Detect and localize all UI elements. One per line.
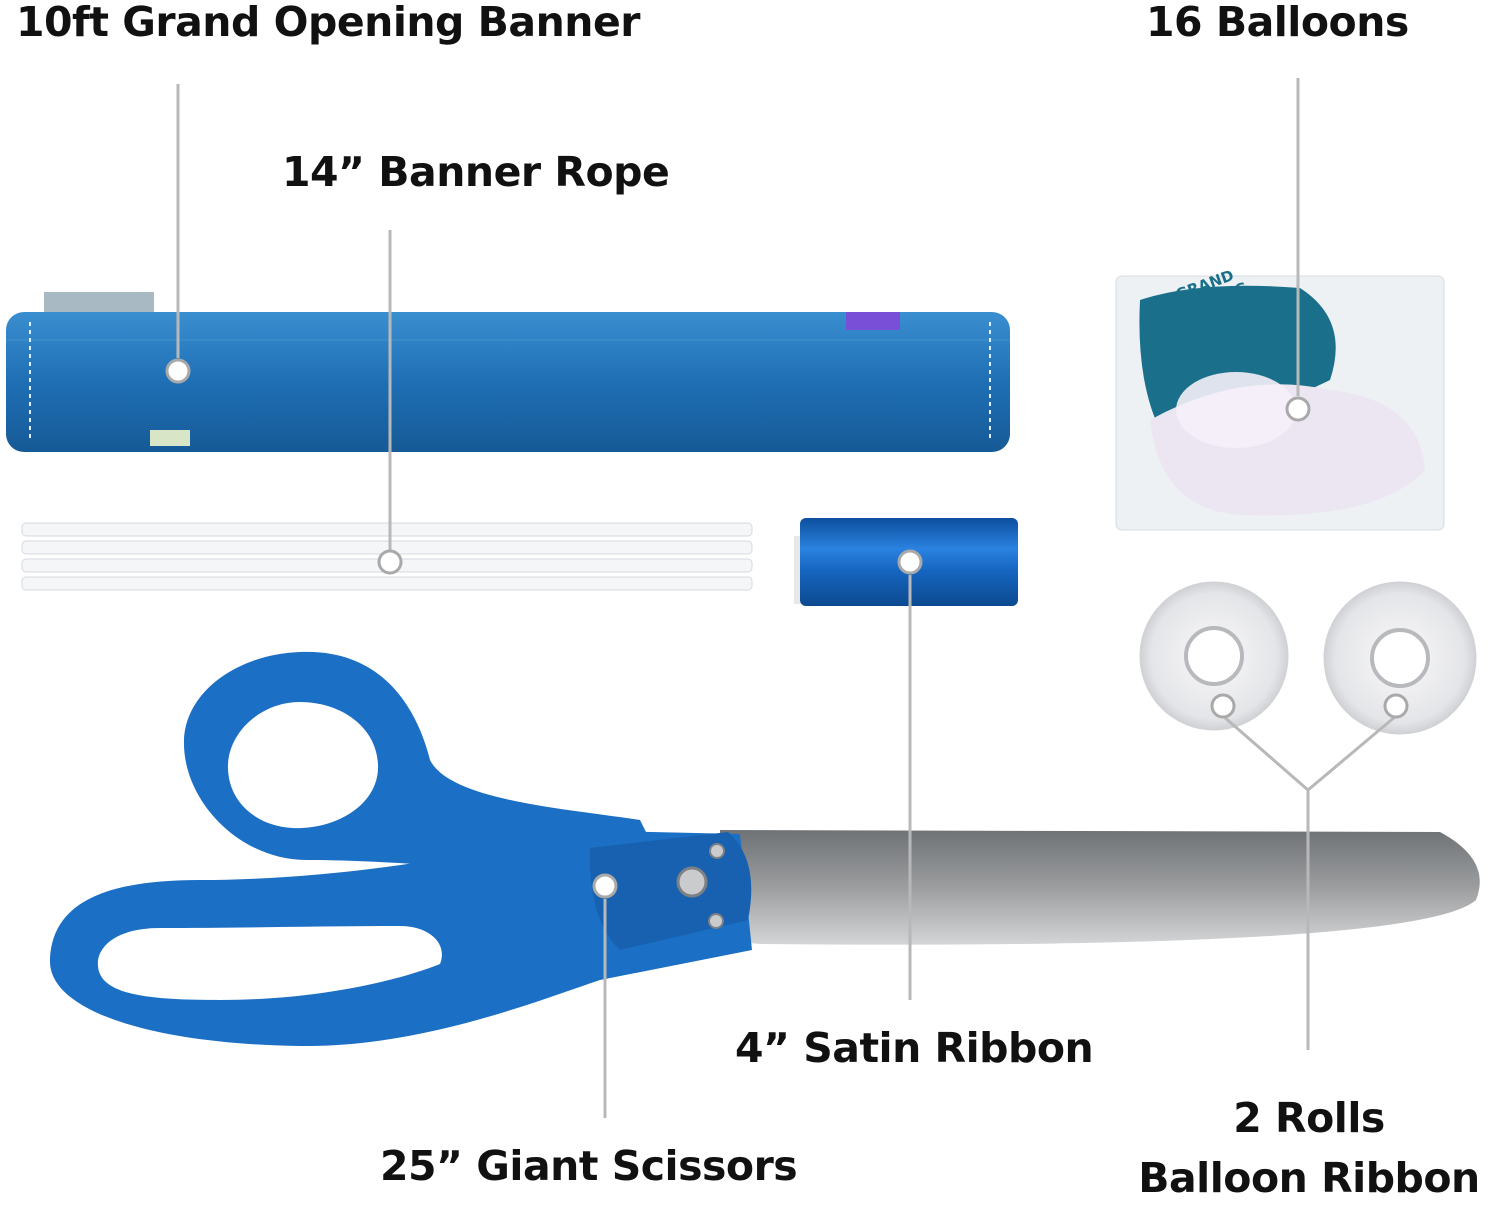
callout-dot-satin — [897, 549, 923, 575]
balloon-bag: GRAND OPENING — [1115, 266, 1445, 531]
callout-dot-roll-right — [1383, 693, 1409, 719]
callout-dots — [165, 358, 1409, 899]
callout-dot-banner — [165, 358, 191, 384]
callout-dot-roll-left — [1210, 693, 1236, 719]
rope-label: 14” Banner Rope — [282, 148, 670, 196]
scissors-label: 25” Giant Scissors — [380, 1142, 798, 1190]
callout-dot-balloons — [1285, 396, 1311, 422]
callout-dot-scissors — [592, 873, 618, 899]
callout-dot-rope — [377, 549, 403, 575]
banner-label: 10ft Grand Opening Banner — [16, 0, 641, 46]
callout-lines — [176, 78, 1397, 1118]
giant-scissors — [49, 651, 1480, 1047]
balloons-label: 16 Balloons — [1146, 0, 1409, 46]
balloon-ribbon-label-line1: 2 Rolls — [1233, 1094, 1385, 1142]
banner-roll — [6, 292, 1010, 452]
balloon-ribbon-label: 2 Rolls Balloon Ribbon — [1120, 1088, 1498, 1208]
balloon-ribbon-label-line2: Balloon Ribbon — [1138, 1154, 1480, 1202]
balloon-ribbon-rolls — [1139, 581, 1477, 735]
satin-ribbon-label: 4” Satin Ribbon — [735, 1024, 1094, 1072]
